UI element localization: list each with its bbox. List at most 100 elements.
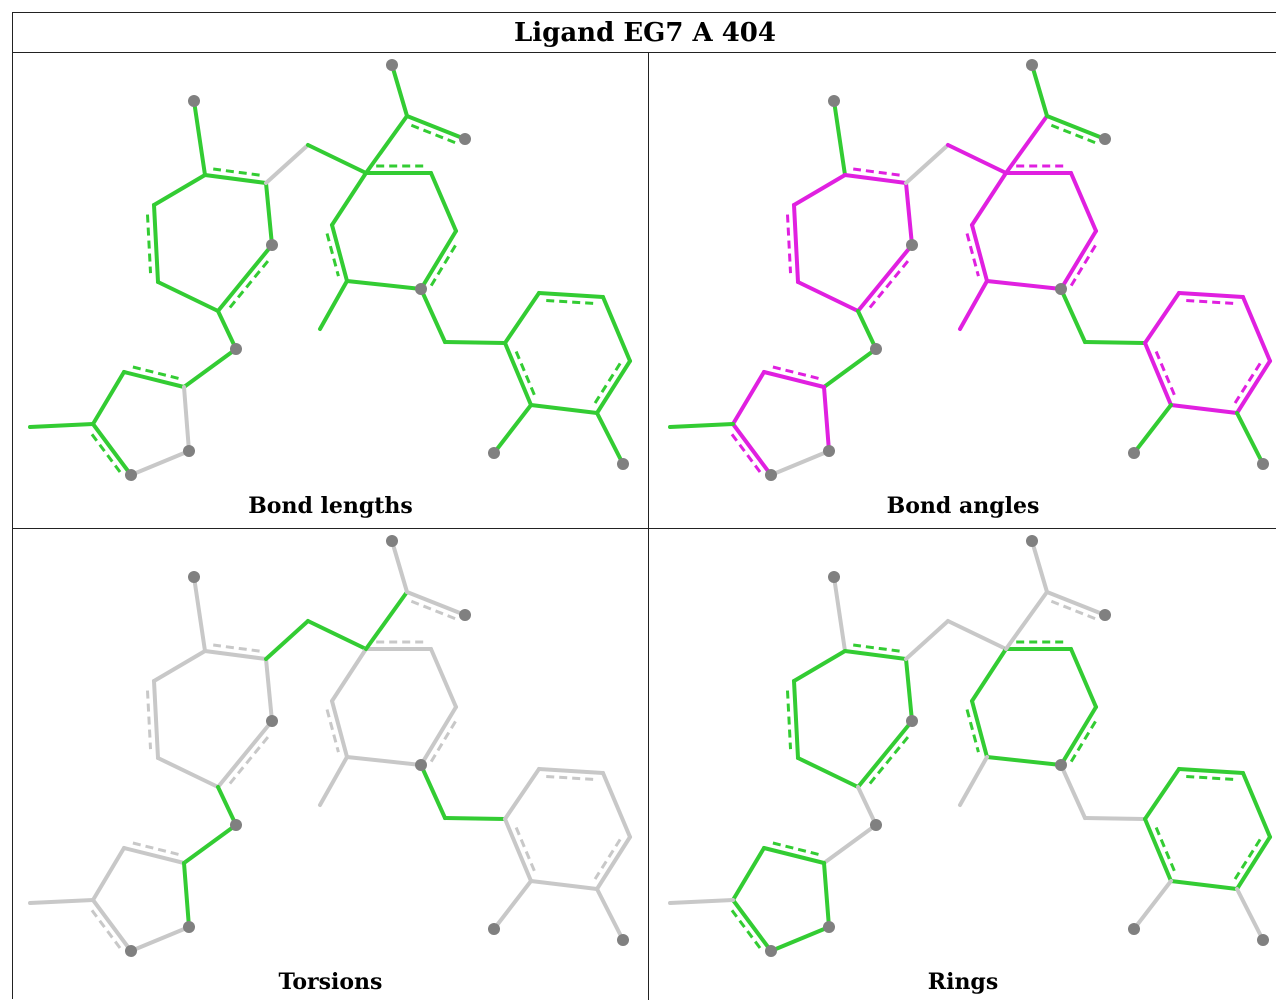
bond-tor-7 xyxy=(216,785,238,827)
atom-tor-3 xyxy=(125,945,137,957)
double-bond-ba-24 xyxy=(1050,123,1097,145)
double-bond-tor-11 xyxy=(90,909,123,950)
bond-ring-11 xyxy=(731,898,773,953)
bond-tor-36 xyxy=(595,887,625,942)
bond-tor-11 xyxy=(91,898,133,953)
double-bond-ring-24 xyxy=(1050,599,1097,621)
bond-bl-5 xyxy=(264,181,274,247)
bond-bl-27 xyxy=(419,287,447,344)
bond-ba-13 xyxy=(822,385,831,453)
bond-ba-7 xyxy=(856,309,878,351)
double-bond-ba-6 xyxy=(853,167,900,177)
bond-ring-3 xyxy=(796,756,860,789)
atom-tor-2 xyxy=(230,819,242,831)
atom-ba-9 xyxy=(1257,458,1269,470)
double-bond-bl-9 xyxy=(132,365,179,380)
double-bond-ring-18 xyxy=(965,709,980,753)
bond-bl-34 xyxy=(503,341,533,407)
bond-ba-28 xyxy=(1083,340,1147,345)
double-bond-bl-4 xyxy=(228,256,273,309)
bond-ring-14 xyxy=(668,898,735,905)
bond-bl-20 xyxy=(419,229,458,291)
double-bond-tor-18 xyxy=(325,709,340,753)
molecule-rings xyxy=(668,535,1272,957)
atom-ring-8 xyxy=(1128,923,1140,935)
bond-tor-21 xyxy=(429,647,458,709)
double-bond-bl-34 xyxy=(513,347,536,396)
double-bond-ring-34 xyxy=(1153,823,1176,872)
double-bond-tor-34 xyxy=(513,823,536,872)
atom-tor-5 xyxy=(415,759,427,771)
bond-tor-31 xyxy=(601,771,632,839)
double-bond-tor-6 xyxy=(213,643,260,653)
bond-tor-2 xyxy=(152,679,160,760)
double-bond-bl-18 xyxy=(325,233,340,277)
bond-ring-6 xyxy=(843,649,908,661)
bond-bl-33 xyxy=(529,403,599,415)
bond-bl-3 xyxy=(156,280,220,313)
atom-tor-8 xyxy=(488,923,500,935)
bond-tor-20 xyxy=(419,705,458,767)
double-bond-tor-2 xyxy=(145,690,153,750)
molecule-torsions xyxy=(28,535,632,957)
bond-bl-7 xyxy=(216,309,238,351)
double-bond-tor-24 xyxy=(410,599,457,621)
bond-ring-30 xyxy=(1177,767,1245,775)
bond-ring-32 xyxy=(1235,835,1272,891)
bond-tor-17 xyxy=(330,647,368,703)
bond-tor-34 xyxy=(503,817,533,883)
bond-bl-25 xyxy=(390,63,409,118)
molecule-bond-angles xyxy=(668,59,1272,481)
bond-ring-34 xyxy=(1143,817,1173,883)
bond-tor-15 xyxy=(264,619,310,661)
double-bond-ba-30 xyxy=(1186,298,1235,306)
atom-ring-5 xyxy=(1055,759,1067,771)
bond-tor-23 xyxy=(364,590,409,651)
double-bond-ba-4 xyxy=(868,256,913,309)
atom-tor-9 xyxy=(617,934,629,946)
bond-bl-29 xyxy=(503,291,541,345)
bond-ba-5 xyxy=(904,181,914,247)
bond-ring-25 xyxy=(1030,539,1049,594)
bond-ring-15 xyxy=(904,619,950,661)
bond-bl-17 xyxy=(330,171,368,227)
bond-tor-27 xyxy=(419,763,447,820)
double-bond-ba-18 xyxy=(965,233,980,277)
double-bond-bl-6 xyxy=(213,167,260,177)
double-bond-bl-11 xyxy=(90,433,123,474)
atom-ba-5 xyxy=(1055,283,1067,295)
double-bond-tor-20 xyxy=(429,716,460,763)
caption-bond-lengths: Bond lengths xyxy=(248,493,413,519)
bond-tor-16 xyxy=(306,619,368,651)
panel-torsions: Torsions xyxy=(13,529,649,1000)
double-bond-ba-11 xyxy=(730,433,763,474)
bond-bl-23 xyxy=(364,114,409,175)
bond-ba-34 xyxy=(1143,341,1173,407)
atom-ba-7 xyxy=(1099,133,1111,145)
bond-ba-18 xyxy=(970,223,989,283)
bond-ba-21 xyxy=(1069,171,1098,233)
atom-ba-0 xyxy=(906,239,918,251)
bond-bl-1 xyxy=(152,173,207,207)
atom-ring-4 xyxy=(823,921,835,933)
double-bond-ring-20 xyxy=(1069,716,1100,763)
bond-ba-35 xyxy=(1132,403,1173,455)
bond-tor-35 xyxy=(492,879,533,931)
bond-ring-8 xyxy=(822,823,878,865)
bond-ring-24 xyxy=(1045,590,1107,617)
bond-bl-10 xyxy=(91,370,126,426)
atom-bl-8 xyxy=(488,447,500,459)
bond-ba-31 xyxy=(1241,295,1272,363)
bond-tor-8 xyxy=(182,823,238,865)
bond-ba-8 xyxy=(822,347,878,389)
bond-bl-15 xyxy=(264,143,310,185)
bond-ba-27 xyxy=(1059,287,1087,344)
bond-bl-26 xyxy=(318,279,349,331)
atom-tor-6 xyxy=(386,535,398,547)
bond-bl-30 xyxy=(537,291,605,299)
bond-ba-33 xyxy=(1169,403,1239,415)
atom-tor-7 xyxy=(459,609,471,621)
bond-bl-8 xyxy=(182,347,238,389)
double-bond-tor-4 xyxy=(228,732,273,785)
bond-ring-36 xyxy=(1235,887,1265,942)
